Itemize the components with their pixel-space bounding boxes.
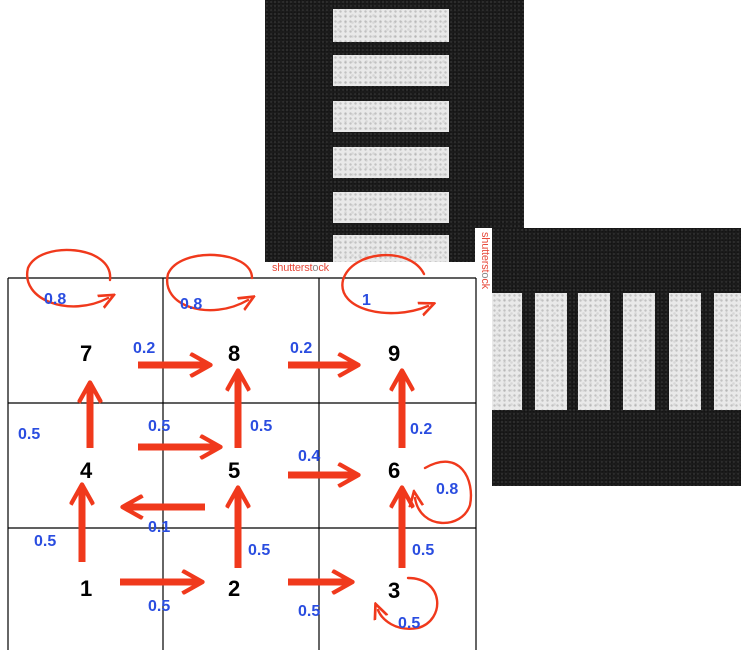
prob-s5-to-s6: 0.4 <box>298 448 320 465</box>
state-5: 5 <box>228 458 240 483</box>
prob-s2-to-s5: 0.5 <box>248 542 270 559</box>
prob-s1-to-s2: 0.5 <box>148 598 170 615</box>
transition-arrows <box>82 365 402 582</box>
state-8: 8 <box>228 341 240 366</box>
prob-s8-to-s9: 0.2 <box>290 340 312 357</box>
prob-s1-to-s4: 0.5 <box>34 533 56 550</box>
grid-lines <box>8 278 476 650</box>
state-4: 4 <box>80 458 93 483</box>
state-3: 3 <box>388 578 400 603</box>
prob-s3-self: 0.5 <box>398 615 420 632</box>
prob-s6-to-s9: 0.2 <box>410 421 432 438</box>
self-loop-s9 <box>342 255 428 313</box>
prob-s9-self: 1 <box>362 292 371 309</box>
state-9: 9 <box>388 341 400 366</box>
prob-s7-self: 0.8 <box>44 291 66 308</box>
prob-s6-self: 0.8 <box>436 481 458 498</box>
state-2: 2 <box>228 576 240 601</box>
prob-s4-to-s5: 0.5 <box>148 418 170 435</box>
prob-s3-to-s6: 0.5 <box>412 542 434 559</box>
prob-s5-to-s8: 0.5 <box>250 418 272 435</box>
state-7: 7 <box>80 341 92 366</box>
prob-s7-to-s8: 0.2 <box>133 340 155 357</box>
prob-s4-to-s7: 0.5 <box>18 426 40 443</box>
state-6: 6 <box>388 458 400 483</box>
state-1: 1 <box>80 576 92 601</box>
prob-s5-to-s4: 0.1 <box>148 519 170 536</box>
prob-s2-to-s3: 0.5 <box>298 603 320 620</box>
prob-s8-self: 0.8 <box>180 296 202 313</box>
